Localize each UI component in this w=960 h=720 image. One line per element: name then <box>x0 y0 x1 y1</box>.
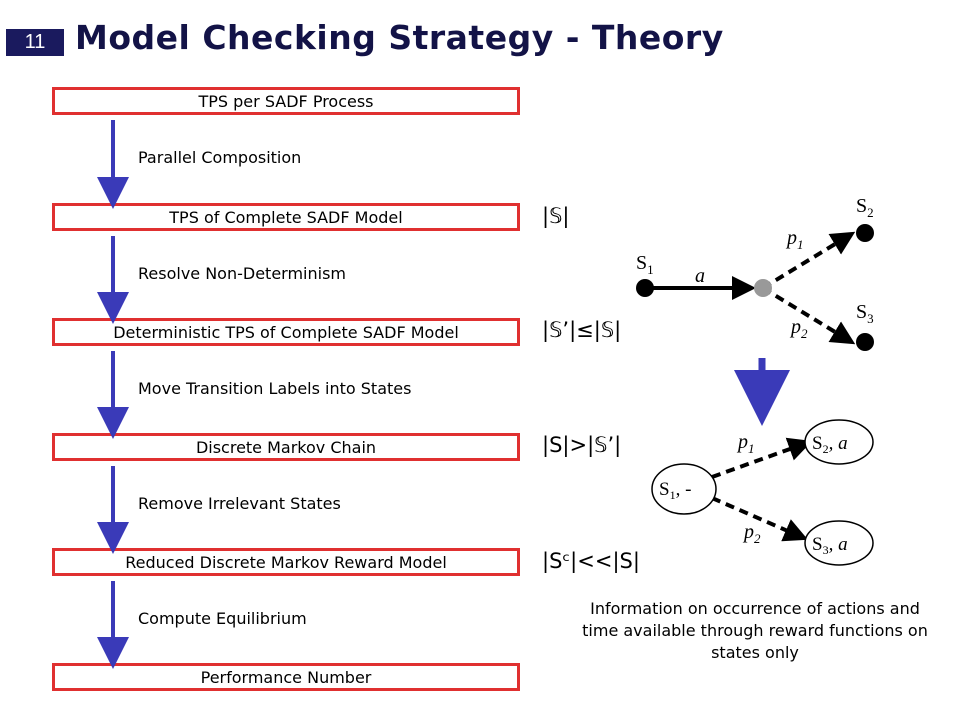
markov-p2-label: p2 <box>742 521 761 546</box>
markov-node-s3 <box>804 520 874 566</box>
step-box-reward-model: Reduced Discrete Markov Reward Model <box>52 548 520 576</box>
metric-markov-count: |S|>|𝕊’| <box>542 433 622 457</box>
step-box-deterministic-tps: Deterministic TPS of Complete SADF Model <box>52 318 520 346</box>
transition-label-resolve-nondeterminism: Resolve Non-Determinism <box>138 264 346 283</box>
s3-label: S3 <box>856 301 874 326</box>
metric-deterministic-count: |𝕊’|≤|𝕊| <box>542 318 622 342</box>
step-box-markov-chain: Discrete Markov Chain <box>52 433 520 461</box>
s2-label: S2 <box>856 195 874 220</box>
tps-graph: S1 S2 S3 a p1 p2 <box>636 195 874 351</box>
transition-label-move-labels: Move Transition Labels into States <box>138 379 412 398</box>
metric-state-count: |𝕊| <box>542 204 570 228</box>
p2-label: p2 <box>789 316 808 341</box>
markov-graph: S1, - S2, a S3, a p1 p2 <box>651 419 874 566</box>
intermediate-node <box>754 279 772 297</box>
transition-label-compute-equilibrium: Compute Equilibrium <box>138 609 307 628</box>
page-title: Model Checking Strategy - Theory <box>75 18 724 57</box>
p2-edge <box>761 286 856 345</box>
markov-s2-label: S2, a <box>812 433 848 456</box>
markov-node-s2 <box>804 419 874 465</box>
markov-p1-edge <box>711 437 813 479</box>
step-box-performance-number: Performance Number <box>52 663 520 691</box>
transition-label-remove-states: Remove Irrelevant States <box>138 494 341 513</box>
state-s1 <box>636 279 654 297</box>
metric-reduced-count: |Sᶜ|<<|S| <box>542 549 640 573</box>
p1-label: p1 <box>785 227 804 252</box>
markov-s1-label: S1, - <box>659 479 691 502</box>
p1-edge <box>761 231 856 290</box>
step-box-tps-per-process: TPS per SADF Process <box>52 87 520 115</box>
markov-p2-edge <box>711 496 809 542</box>
info-note: Information on occurrence of actions and… <box>582 599 928 662</box>
state-s3 <box>856 333 874 351</box>
transition-label-parallel-composition: Parallel Composition <box>138 148 302 167</box>
step-box-tps-complete: TPS of Complete SADF Model <box>52 203 520 231</box>
action-label: a <box>695 265 705 287</box>
markov-node-s1 <box>651 463 717 515</box>
markov-p1-label: p1 <box>736 431 755 456</box>
s1-label: S1 <box>636 252 654 277</box>
slide-number: 11 <box>6 29 64 56</box>
state-s2 <box>856 224 874 242</box>
markov-s3-label: S3, a <box>812 534 848 557</box>
